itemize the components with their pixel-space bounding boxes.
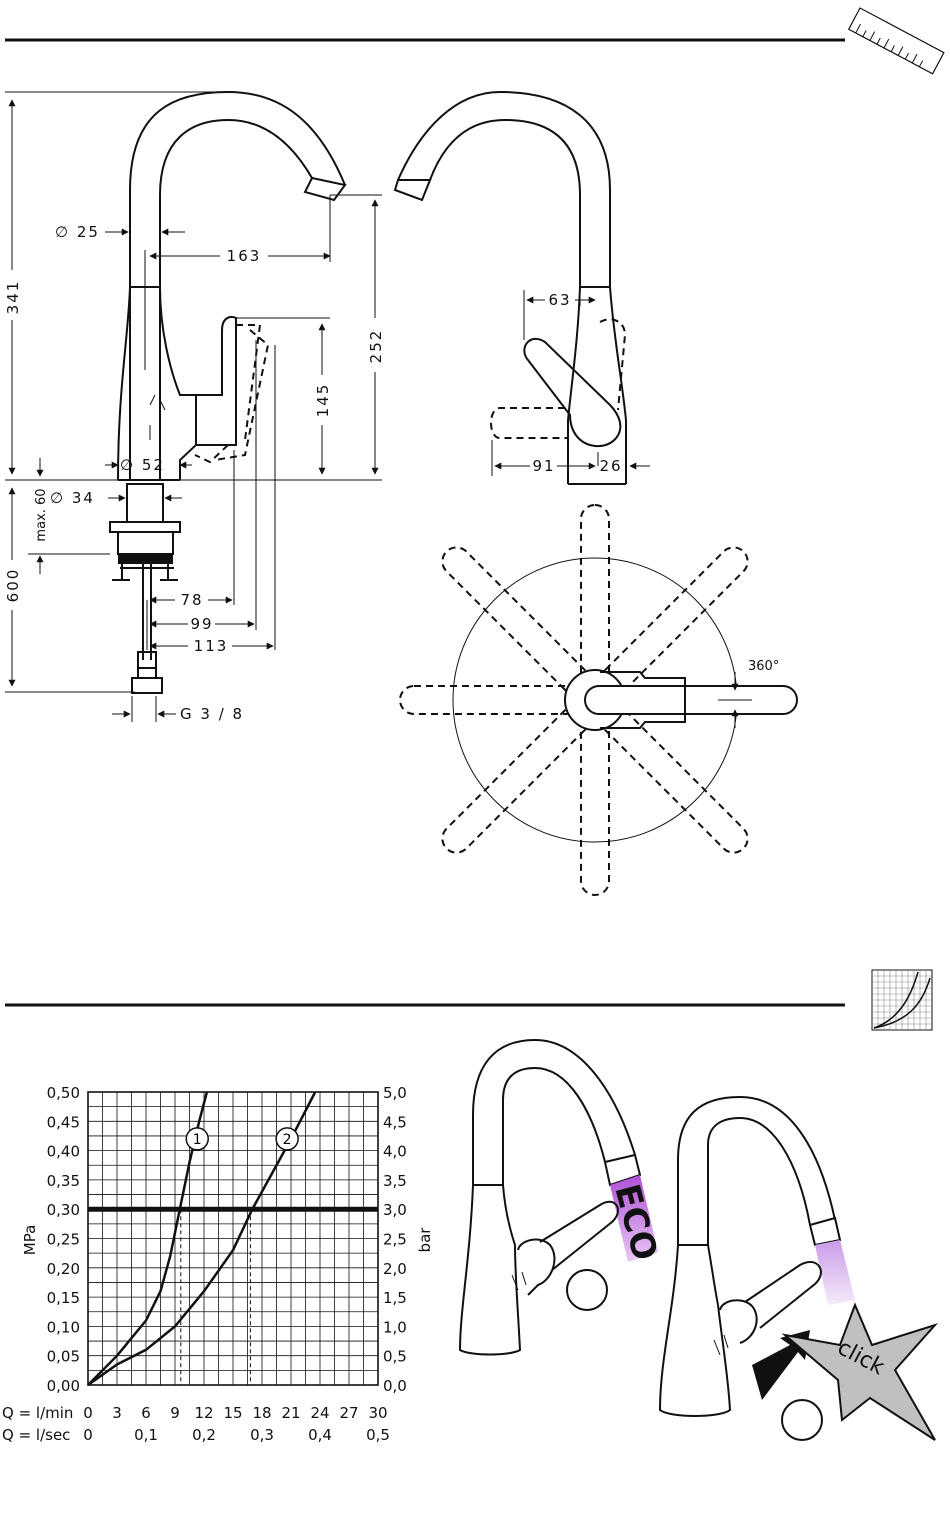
y-left-tick: 0,10 [47,1318,80,1336]
tap-front-view [395,92,626,484]
chart-tick-labels: 0,000,050,100,150,200,250,300,350,400,45… [47,1084,407,1444]
x-row1-tick: 27 [339,1404,358,1422]
y-right-tick: 2,0 [383,1260,407,1278]
click-tap-illustration: click [660,1097,935,1440]
x-row2-tick: 0,4 [308,1426,332,1444]
eco-tap-illustration: ECO [460,1040,665,1355]
y-left-tick: 0,25 [47,1231,80,1249]
tap-top-view: 360° [400,505,797,895]
y-left-tick: 0,35 [47,1172,80,1190]
y-right-tick: 4,5 [383,1113,407,1131]
flow-chart-icon [872,970,932,1030]
x-row1-tick: 9 [170,1404,180,1422]
dim-78: 78 [180,591,203,609]
dim-63: 63 [548,291,571,309]
y-left-tick: 0,30 [47,1201,80,1219]
dim-252: 252 [367,329,385,364]
x-row2-tick: 0,2 [192,1426,216,1444]
dim-360: 360° [748,659,779,674]
dim-26: 26 [599,457,622,475]
y-right-tick: 3,0 [383,1201,407,1219]
click-star-icon [785,1305,935,1440]
dim-113: 113 [194,637,229,655]
chart-y-left-label: MPa [21,1225,39,1256]
x-row1-tick: 12 [194,1404,213,1422]
x-row2-tick: 0,3 [250,1426,274,1444]
y-left-tick: 0,15 [47,1289,80,1307]
y-right-tick: 2,5 [383,1231,407,1249]
y-left-tick: 0,05 [47,1348,80,1366]
y-right-tick: 1,5 [383,1289,407,1307]
y-right-tick: 0,0 [383,1377,407,1395]
y-left-tick: 0,00 [47,1377,80,1395]
y-right-tick: 5,0 [383,1084,407,1102]
x-row2-tick: 0 [83,1426,93,1444]
y-left-tick: 0,50 [47,1084,80,1102]
x-row1-tick: 24 [310,1404,329,1422]
x-row1-tick: 21 [281,1404,300,1422]
y-right-tick: 0,5 [383,1348,407,1366]
dim-99: 99 [190,615,213,633]
x-row1-tick: 6 [141,1404,151,1422]
series-label-2: 2 [283,1132,292,1148]
x-row1-tick: 18 [252,1404,271,1422]
x-row2-tick: 0,1 [134,1426,158,1444]
series-label-1: 1 [193,1132,202,1148]
chart-x-row1-label: Q = l/min [2,1404,73,1422]
dim-g38: G 3 / 8 [180,705,244,723]
chart-grid [88,1092,378,1385]
x-row1-tick: 30 [368,1404,387,1422]
side-view-dimension-labels: 341 600 max. 60 ∅ 25 163 252 145 ∅ 52 ∅ … [4,223,385,723]
y-right-tick: 1,0 [383,1318,407,1336]
dim-max-60: max. 60 [34,488,49,541]
dim-341: 341 [4,280,22,315]
ruler-icon [849,8,944,74]
chart-x-row2-label: Q = l/sec [2,1426,70,1444]
chart-y-right-label: bar [416,1227,434,1253]
dim-25: ∅ 25 [55,223,100,241]
dim-91: 91 [532,457,555,475]
dim-52: ∅ 52 [120,456,165,474]
x-row1-tick: 0 [83,1404,93,1422]
x-row1-tick: 15 [223,1404,242,1422]
dim-600: 600 [4,568,22,603]
dim-163: 163 [227,247,262,265]
y-right-tick: 4,0 [383,1143,407,1161]
tap-side-view [110,92,345,693]
dim-34: ∅ 34 [50,489,95,507]
eco-badge: ECO [606,1180,665,1265]
y-left-tick: 0,20 [47,1260,80,1278]
y-left-tick: 0,40 [47,1143,80,1161]
x-row2-tick: 0,5 [366,1426,390,1444]
x-row1-tick: 3 [112,1404,122,1422]
dim-145: 145 [314,383,332,418]
y-left-tick: 0,45 [47,1113,80,1131]
y-right-tick: 3,5 [383,1172,407,1190]
